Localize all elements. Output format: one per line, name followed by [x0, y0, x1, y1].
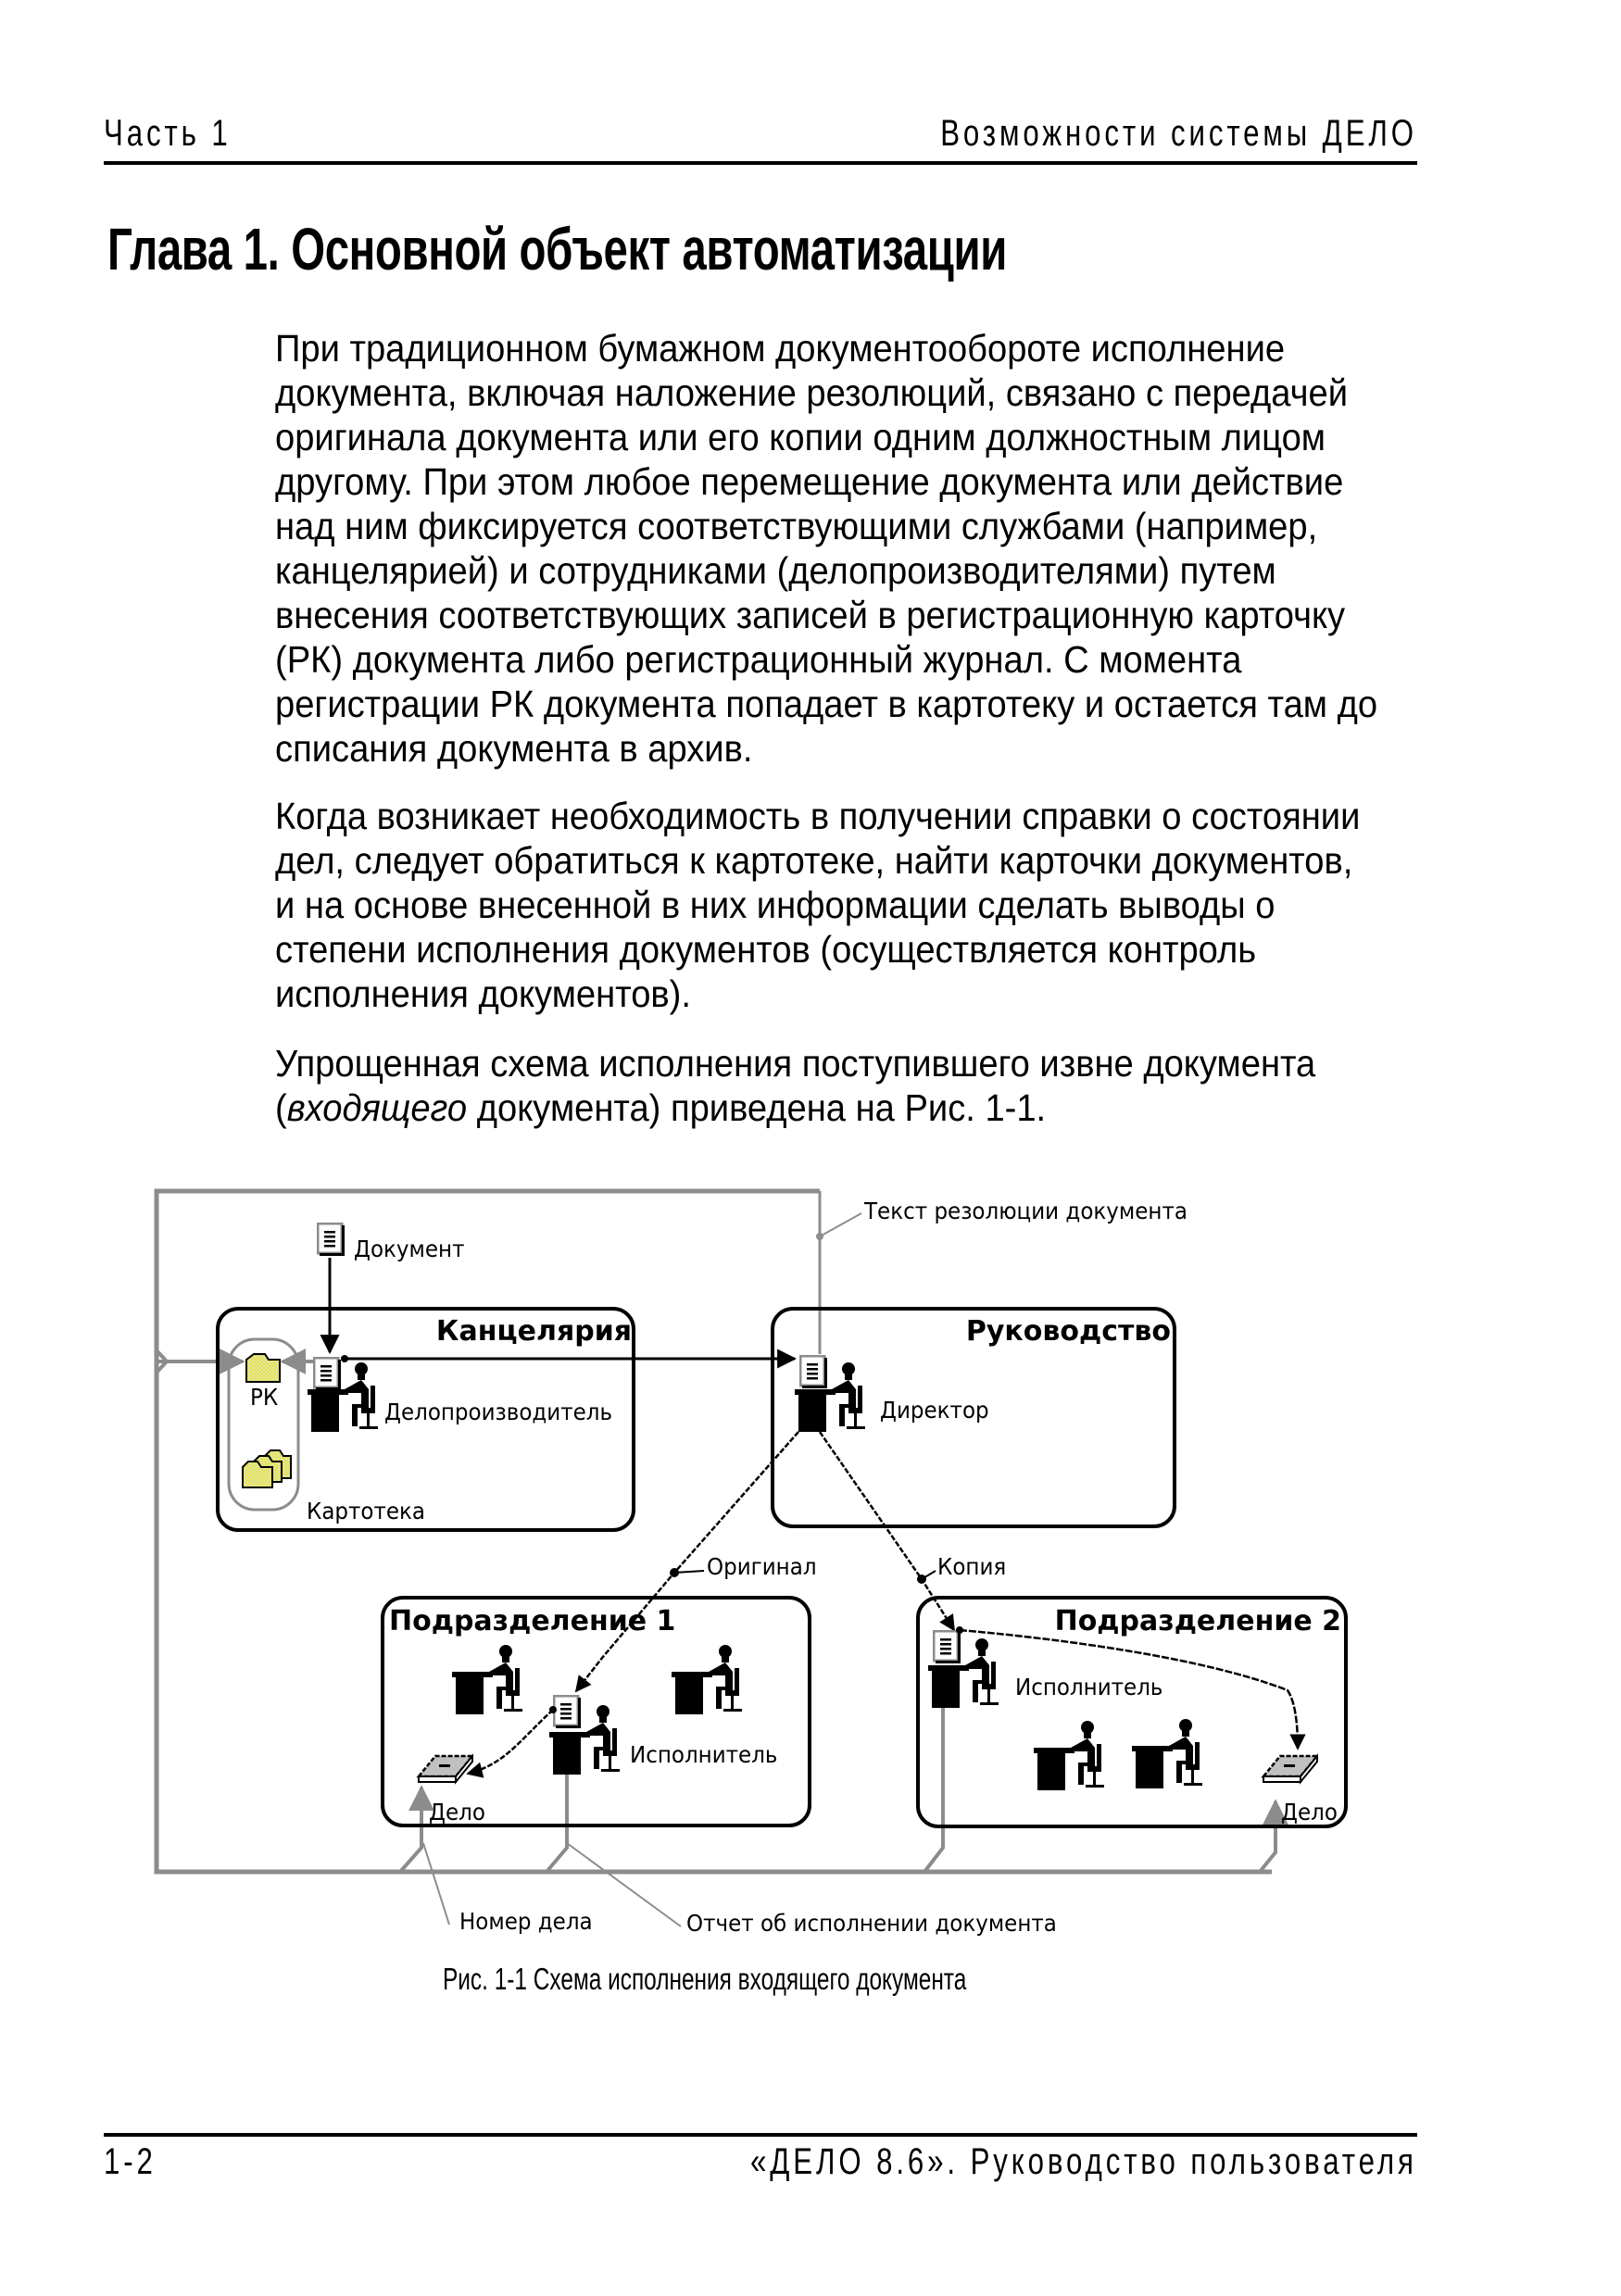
report-leader	[566, 1842, 682, 1927]
division2-employee-icon	[1034, 1721, 1104, 1790]
executor2-to-case-arrow	[959, 1628, 1306, 1750]
running-header-title: Возможности системы ДЕЛО	[940, 113, 1417, 154]
paragraph-3-text: Упрощенная схема исполнения поступившего…	[275, 1041, 1377, 1130]
label-executor1: Исполнитель	[630, 1741, 778, 1768]
paragraph-3-italic: входящего	[286, 1086, 468, 1129]
case1-icon	[417, 1754, 474, 1784]
loop-entry-chevron	[155, 1349, 170, 1374]
executor1-send-dot	[549, 1706, 557, 1713]
unit-title-management: Руководство	[965, 1315, 1171, 1348]
feedback-loop-line	[154, 1188, 1272, 1875]
unit-box-division2	[916, 1596, 1348, 1828]
label-copy: Копия	[937, 1553, 1007, 1580]
executor2-document-icon	[933, 1630, 961, 1663]
executor2-send-dot	[956, 1626, 963, 1634]
header-rule	[104, 161, 1417, 165]
label-execution-report: Отчет об исполнении документа	[686, 1910, 1057, 1937]
unit-title-chancellery: Канцелярия	[435, 1315, 632, 1348]
card-index-folders-icon	[242, 1449, 292, 1488]
executor1-document-icon	[553, 1695, 581, 1728]
label-document: Документ	[354, 1236, 465, 1262]
paragraph-2: Когда возникает необходимость в получени…	[275, 794, 1377, 1016]
copy-flow-line	[818, 1431, 956, 1632]
label-card-index: Картотека	[307, 1498, 426, 1524]
paragraph-2-text: Когда возникает необходимость в получени…	[275, 795, 1361, 1015]
case1-number-line	[398, 1785, 434, 1874]
executor1-to-case-arrow	[466, 1709, 554, 1778]
chapter-title: Глава 1. Основной объект автоматизации	[107, 216, 1007, 282]
label-rk: РК	[250, 1384, 279, 1411]
case2-number-line	[1258, 1799, 1288, 1874]
label-clerk: Делопроизводитель	[384, 1399, 613, 1425]
label-original: Оригинал	[707, 1553, 817, 1580]
division2-employee-icon	[1132, 1719, 1202, 1788]
division1-employee-icon	[672, 1645, 742, 1714]
paragraph-1-text: При традиционном бумажном документооборо…	[275, 327, 1378, 770]
clerk-document-icon	[313, 1357, 341, 1390]
case2-icon	[1262, 1754, 1319, 1784]
rk-folder-icon	[245, 1353, 281, 1383]
unit-box-division1	[381, 1596, 811, 1827]
page-number: 1-2	[104, 2141, 157, 2182]
division1-employee-icon	[452, 1645, 522, 1714]
original-flow-line	[574, 1431, 799, 1693]
incoming-document-icon	[317, 1223, 345, 1256]
clerk-send-dot	[341, 1355, 348, 1362]
running-header-part: Часть 1	[104, 113, 232, 154]
resolution-callout-leader	[819, 1212, 862, 1237]
label-case-number: Номер дела	[459, 1908, 593, 1935]
running-footer-title: «ДЕЛО 8.6». Руководство пользователя	[750, 2141, 1417, 2182]
paragraph-3-start: Упрощенная схема исполнения поступившего…	[275, 1042, 1316, 1129]
card-index-capsule	[227, 1337, 300, 1512]
executor1-report-line	[545, 1741, 569, 1874]
label-executor2: Исполнитель	[1015, 1674, 1163, 1700]
paragraph-3-end: документа) приведена на Рис. 1-1.	[467, 1086, 1047, 1129]
unit-box-management	[771, 1307, 1176, 1528]
paragraph-3: Упрощенная схема исполнения поступившего…	[275, 1041, 1377, 1130]
label-resolution-text: Текст резолюции документа	[864, 1198, 1187, 1224]
label-case2: Дело	[1281, 1799, 1338, 1826]
director-document-icon	[799, 1355, 827, 1388]
executor2-report-line	[923, 1678, 945, 1874]
label-case1: Дело	[429, 1799, 485, 1826]
figure-caption: Рис. 1-1 Схема исполнения входящего доку…	[443, 1962, 967, 1996]
original-callout-leader	[673, 1570, 705, 1574]
unit-box-chancellery	[216, 1307, 635, 1532]
unit-title-division2: Подразделение 2	[1054, 1605, 1341, 1637]
footer-rule	[104, 2133, 1417, 2137]
resolution-callout-dot	[816, 1233, 823, 1240]
paragraph-1: При традиционном бумажном документооборо…	[275, 326, 1377, 771]
unit-title-division1: Подразделение 1	[389, 1605, 676, 1637]
copy-callout-leader	[921, 1570, 936, 1580]
case-number-leader	[422, 1842, 450, 1926]
label-director: Директор	[880, 1397, 989, 1424]
